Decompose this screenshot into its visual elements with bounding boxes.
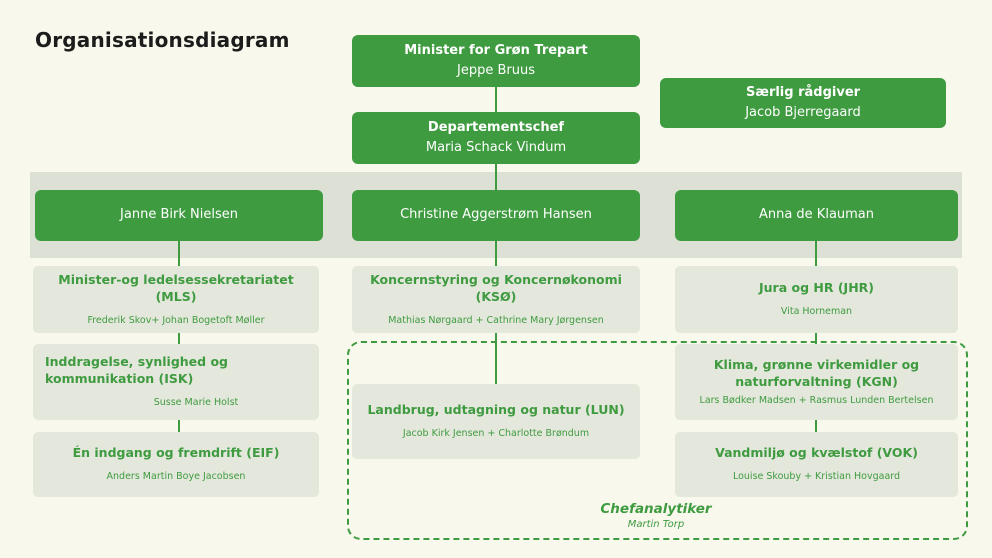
unit-title: Jura og HR (JHR) <box>759 280 874 296</box>
unit-staff: Anders Martin Boye Jacobsen <box>106 471 246 483</box>
unit-staff: Louise Skouby + Kristian Hovgaard <box>732 471 901 483</box>
unit-title: Én indgang og fremdrift (EIF) <box>72 445 280 461</box>
unit-title: Landbrug, udtagning og natur (LUN) <box>367 402 625 418</box>
manager-name: Anna de Klauman <box>758 207 875 223</box>
connector-department-christine <box>495 164 497 190</box>
special-advisor-box: Særlig rådgiver Jacob Bjerregaard <box>660 78 946 128</box>
unit-title: Vandmiljø og kvælstof (VOK) <box>715 445 918 461</box>
advisor-title: Særlig rådgiver <box>745 84 861 100</box>
unit-staff: Lars Bødker Madsen + Rasmus Lunden Berte… <box>699 394 934 406</box>
unit-staff: Susse Marie Holst <box>153 397 239 409</box>
unit-staff: Jacob Kirk Jensen + Charlotte Brøndum <box>402 428 590 440</box>
department-title: Departementschef <box>427 119 565 135</box>
manager-box-christine: Christine Aggerstrøm Hansen <box>352 190 640 241</box>
unit-box-mls: Minister-og ledelsessekretariatet (MLS) … <box>33 266 319 333</box>
unit-box-jhr: Jura og HR (JHR) Vita Horneman <box>675 266 958 333</box>
unit-title: Minister-og ledelsessekretariatet (MLS) <box>58 271 294 304</box>
dashed-group-border <box>347 341 968 540</box>
unit-title: Inddragelse, synlighed og kommunikation … <box>45 354 228 387</box>
manager-name: Janne Birk Nielsen <box>120 207 238 223</box>
connector-kgn-vok <box>815 420 817 432</box>
unit-box-vok: Vandmiljø og kvælstof (VOK) Louise Skoub… <box>675 432 958 497</box>
unit-title: Koncernstyring og Koncernøkonomi (KSØ) <box>370 271 622 304</box>
advisor-name: Jacob Bjerregaard <box>745 104 861 120</box>
analyst-title: Chefanalytiker <box>600 501 712 517</box>
connector-isk-eif <box>178 420 180 432</box>
unit-box-kso: Koncernstyring og Koncernøkonomi (KSØ) M… <box>352 266 640 333</box>
unit-staff: Mathias Nørgaard + Cathrine Mary Jørgens… <box>388 314 604 326</box>
department-name: Maria Schack Vindum <box>425 139 567 155</box>
connector-christine-kso <box>495 241 497 266</box>
page-title: Organisationsdiagram <box>35 28 290 52</box>
unit-box-lun: Landbrug, udtagning og natur (LUN) Jacob… <box>352 384 640 459</box>
analyst-name: Martin Torp <box>627 519 685 530</box>
department-head-box: Departementschef Maria Schack Vindum <box>352 112 640 164</box>
connector-anna-jhr <box>815 241 817 266</box>
chief-analyst-label: Chefanalytiker Martin Torp <box>546 501 766 530</box>
unit-title: Klima, grønne virkemidler og naturforval… <box>713 356 920 389</box>
minister-title: Minister for Grøn Trepart <box>404 42 588 58</box>
connector-minister-department <box>495 87 497 112</box>
connector-jhr-kgn <box>815 333 817 344</box>
connector-kso-lun <box>495 333 497 385</box>
minister-name: Jeppe Bruus <box>457 62 535 78</box>
manager-box-janne: Janne Birk Nielsen <box>35 190 323 241</box>
connector-janne-mls <box>178 241 180 266</box>
unit-staff: Vita Horneman <box>780 306 853 318</box>
unit-box-kgn: Klima, grønne virkemidler og naturforval… <box>675 344 958 420</box>
manager-box-anna: Anna de Klauman <box>675 190 958 241</box>
unit-box-isk: Inddragelse, synlighed og kommunikation … <box>33 344 319 420</box>
connector-mls-isk <box>178 333 180 344</box>
manager-name: Christine Aggerstrøm Hansen <box>400 207 592 223</box>
unit-staff: Frederik Skov+ Johan Bogetoft Møller <box>87 314 265 326</box>
unit-box-eif: Én indgang og fremdrift (EIF) Anders Mar… <box>33 432 319 497</box>
minister-box: Minister for Grøn Trepart Jeppe Bruus <box>352 35 640 87</box>
